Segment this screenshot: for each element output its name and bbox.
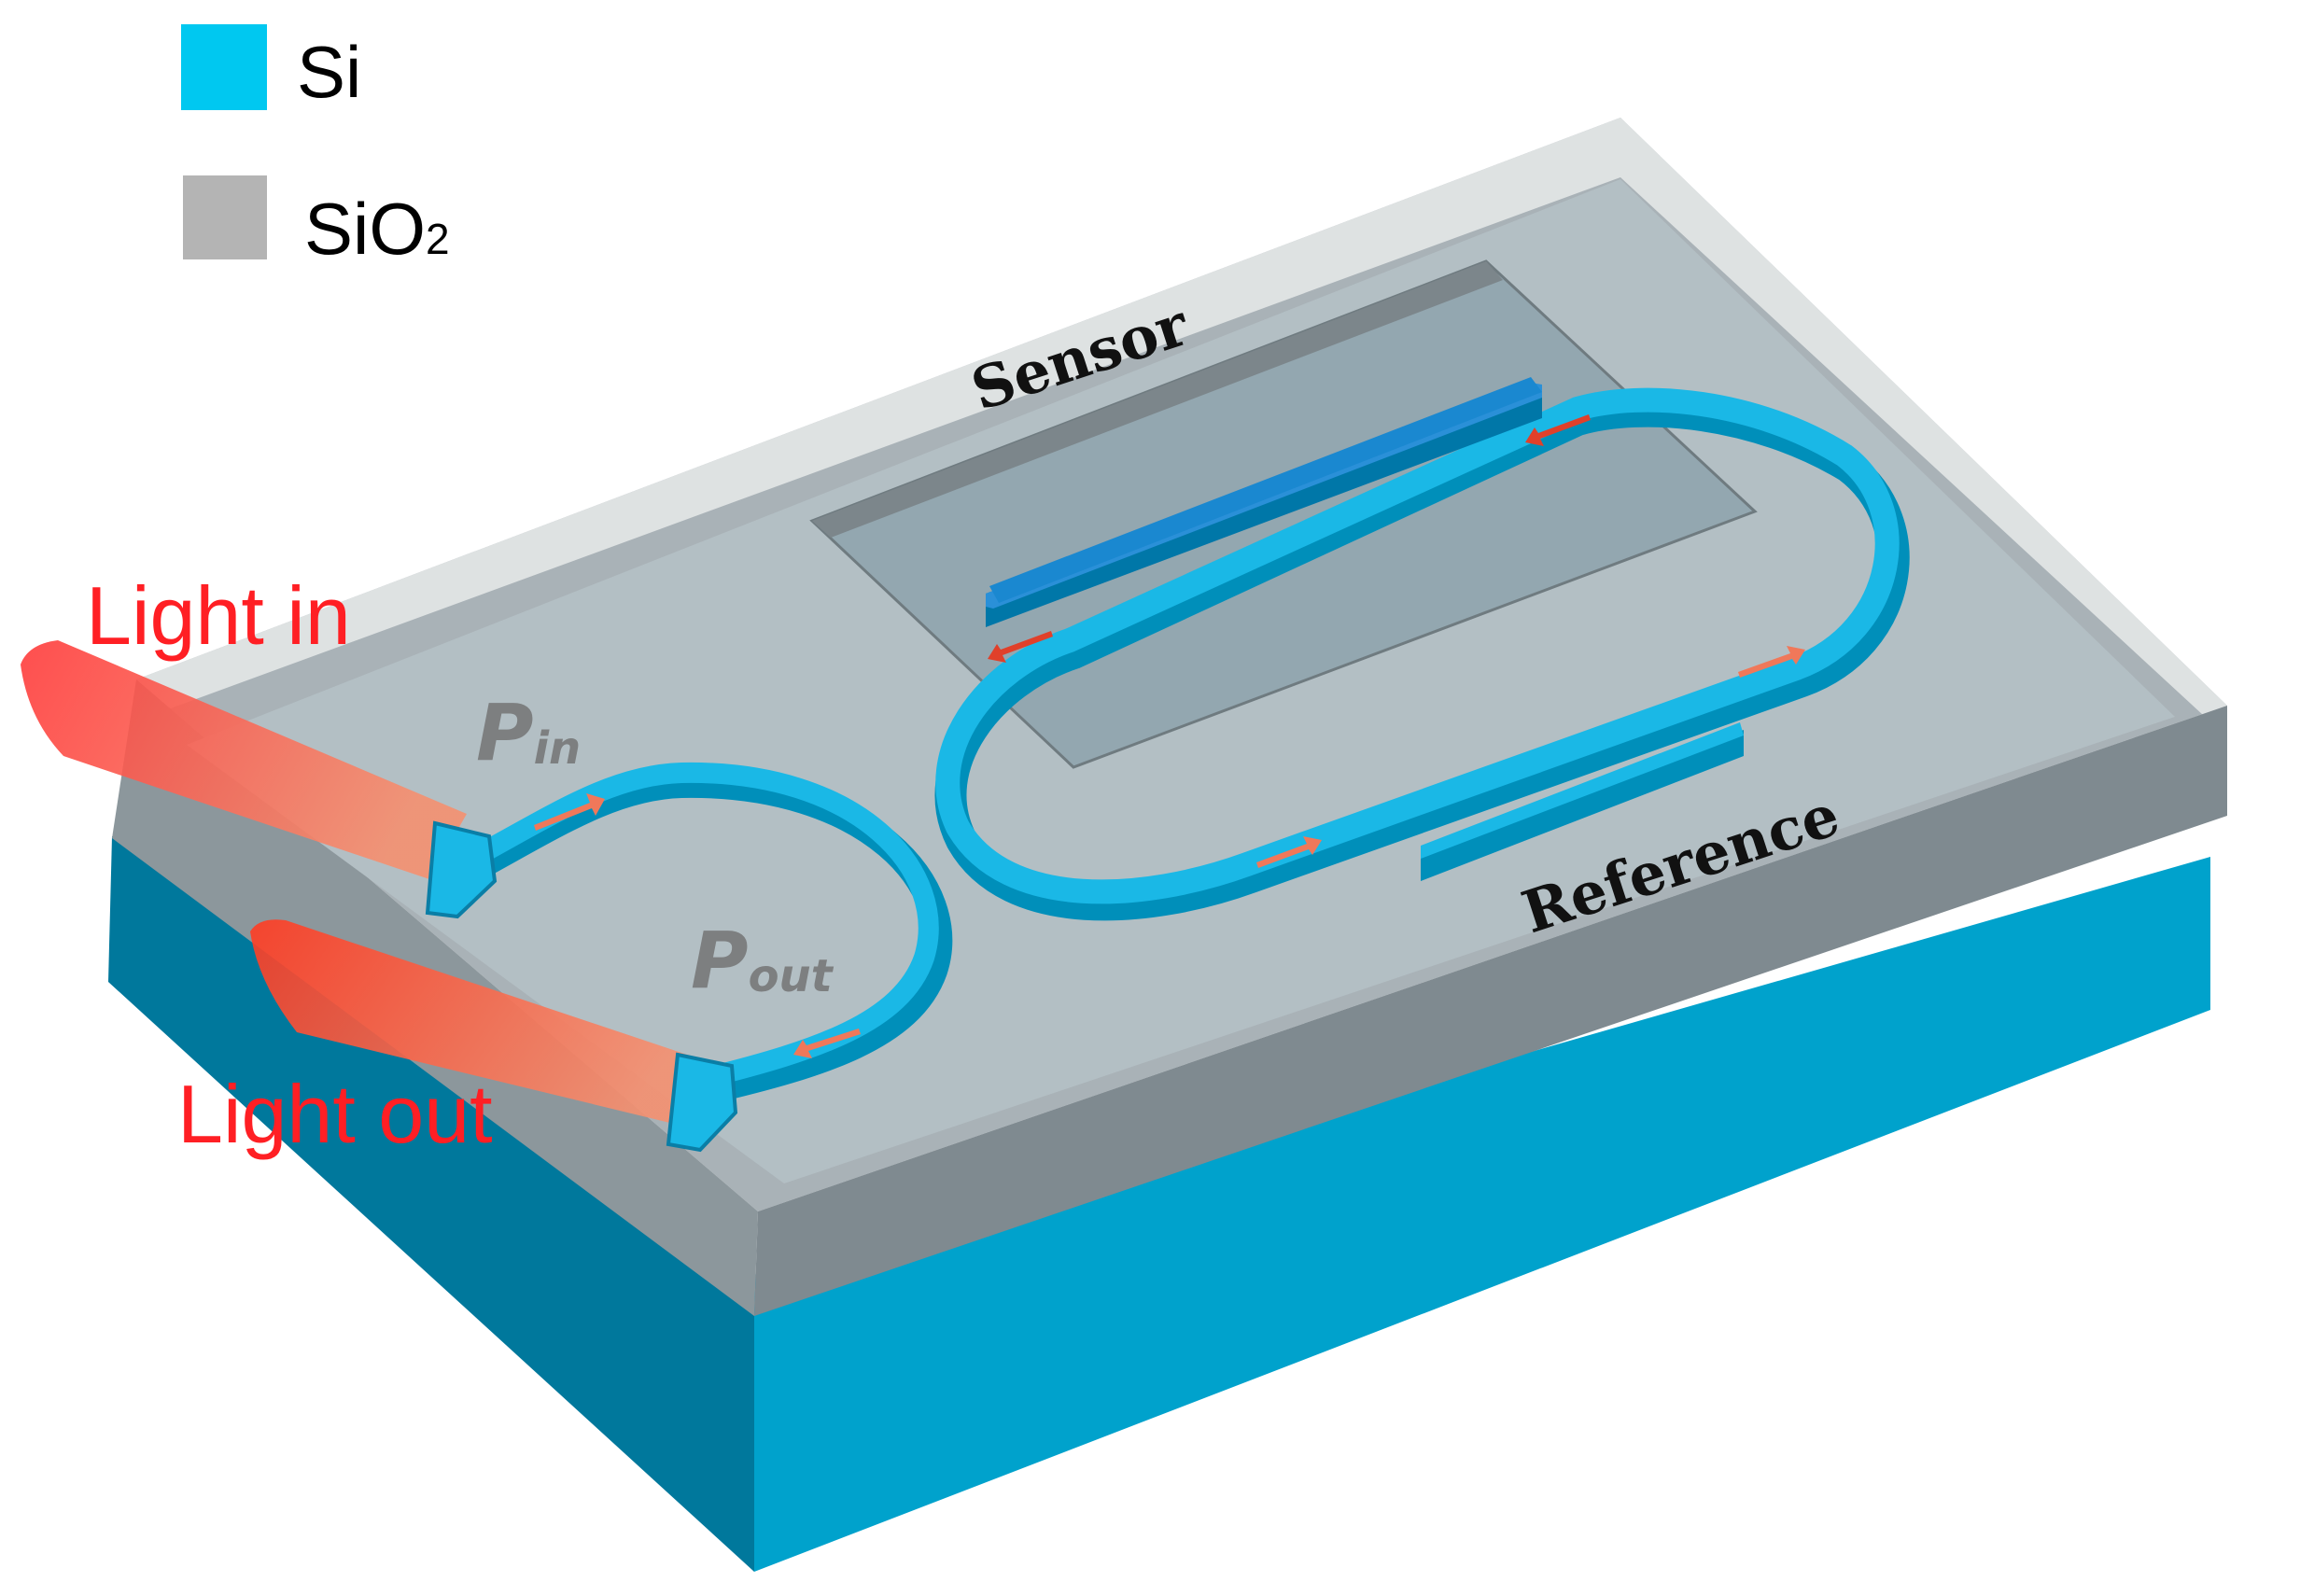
propagation-arrows xyxy=(534,414,1805,1058)
sio2-label: SiO2 xyxy=(304,188,450,270)
sio2-label-main: SiO xyxy=(304,188,426,270)
p-in-sub: in xyxy=(534,722,582,775)
legend-item-sio2: SiO2 xyxy=(183,175,450,270)
arrow-input xyxy=(534,793,605,831)
p-out-sub: out xyxy=(749,950,834,1002)
sensing-window-wall xyxy=(812,261,1503,538)
light-out-label: Light out xyxy=(177,1068,493,1160)
light-beams xyxy=(21,640,721,1126)
arrow-output xyxy=(793,1029,861,1058)
p-in-main: P xyxy=(476,687,534,778)
sio2-swatch xyxy=(183,175,267,259)
light-out-beam xyxy=(250,919,721,1126)
sio2-label-sub: 2 xyxy=(426,215,450,263)
output-grating-coupler xyxy=(666,1052,738,1153)
oxide-front-face xyxy=(754,706,2227,1316)
p-out-label: Pout xyxy=(691,915,834,1006)
si-swatch xyxy=(181,24,267,110)
light-in-label: Light in xyxy=(86,569,351,662)
p-in-label: Pin xyxy=(476,687,581,778)
arrow-racetrack-right xyxy=(1738,646,1805,678)
reference-bus-waveguide-side xyxy=(1421,730,1744,881)
arrow-sensor-top-right xyxy=(1525,414,1591,446)
legend: Si SiO2 xyxy=(181,24,450,270)
input-grating-coupler xyxy=(425,820,498,919)
reference-bus-waveguide-top xyxy=(1421,722,1744,859)
p-out-main: P xyxy=(691,915,749,1006)
arrow-racetrack-bottom xyxy=(1256,836,1322,868)
substrate-front-face xyxy=(754,857,2210,1572)
si-label: Si xyxy=(297,31,361,113)
sensor-waveguide-body xyxy=(989,377,1542,603)
io-loop-top xyxy=(480,762,939,1087)
legend-item-si: Si xyxy=(181,24,361,113)
racetrack-resonator xyxy=(934,377,1910,921)
racetrack-top xyxy=(935,387,1900,904)
light-in-beam xyxy=(21,640,467,879)
substrate-layer xyxy=(108,836,2210,1572)
arrow-sensor-top-left xyxy=(988,631,1053,663)
substrate-left-face xyxy=(108,836,754,1572)
